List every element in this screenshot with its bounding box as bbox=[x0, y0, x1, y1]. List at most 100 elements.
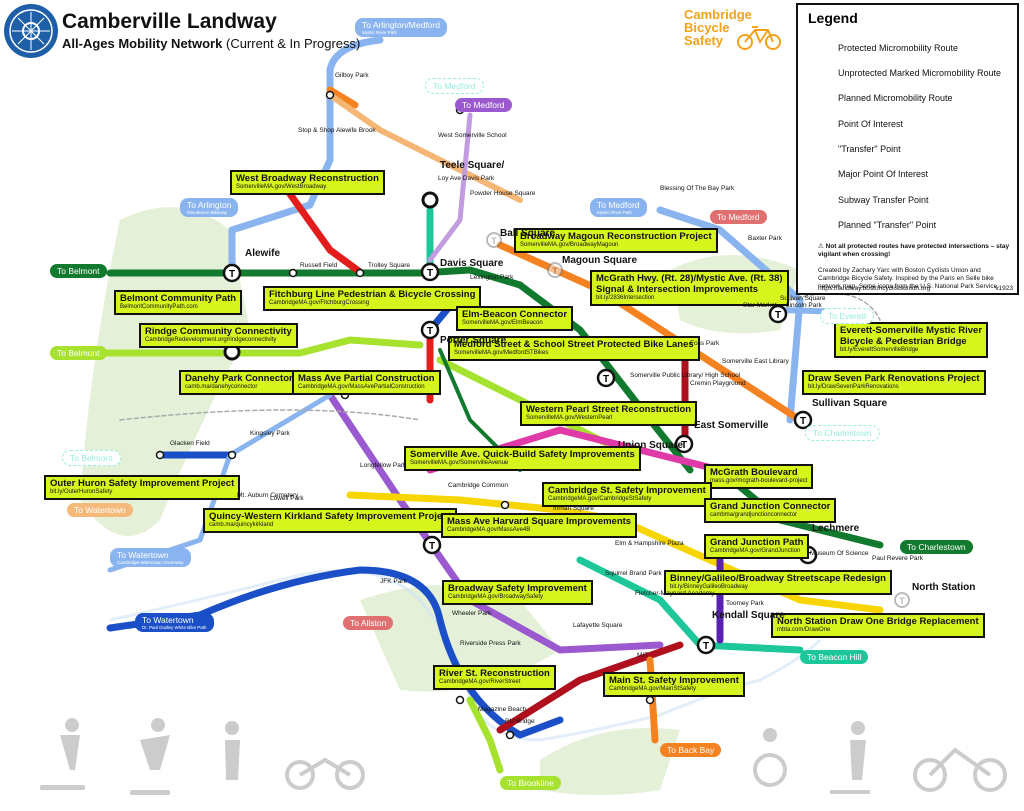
station-label: Foss Park bbox=[690, 340, 720, 347]
callout-url[interactable]: bit.ly/OuterHuronSafety bbox=[50, 489, 113, 495]
station-label: Toomey Park bbox=[726, 600, 764, 607]
callout-url[interactable]: bit.ly/DrawSevenParkRenovations bbox=[808, 384, 899, 390]
transfer-dot-icon bbox=[500, 500, 510, 510]
destination-label: To Watertown bbox=[67, 503, 133, 517]
callout-url[interactable]: CambridgeRedevelopment.org/rindgeconnect… bbox=[145, 337, 277, 343]
destination-name: To Allston bbox=[350, 618, 387, 628]
station-label: Inman Square bbox=[553, 505, 594, 512]
subway-transfer-icon: T bbox=[222, 263, 242, 283]
callout-url[interactable]: SomervilleMA.gov/ElmBeacon bbox=[462, 320, 543, 326]
callout-url[interactable]: CambridgeMA.gov/BroadwaySafety bbox=[448, 594, 544, 600]
transfer-dot-icon bbox=[227, 450, 237, 460]
callout-title: Broadway Magoun Reconstruction Project bbox=[520, 231, 712, 242]
transfer-dot-icon bbox=[288, 268, 298, 278]
callout-url[interactable]: CambridgeMA.gov/MassAvePartialConstructi… bbox=[298, 384, 425, 390]
callout-title: Western Pearl Street Reconstruction bbox=[526, 404, 692, 415]
station-label: Cremin Playground bbox=[690, 380, 746, 387]
destination-label: To Back Bay bbox=[660, 743, 722, 757]
destination-label: To Medford bbox=[425, 78, 484, 94]
destination-label: To Belmont bbox=[50, 264, 107, 278]
destination-label: To Charlestown bbox=[805, 425, 880, 441]
destination-name: To Arlington/Medford bbox=[362, 20, 440, 30]
svg-text:T: T bbox=[800, 416, 806, 427]
callout-title: Bicycle & Pedestrian Bridge bbox=[840, 336, 967, 347]
callout-url[interactable]: BelmontCommunityPath.com bbox=[120, 304, 198, 310]
subway-transfer-icon: T bbox=[596, 368, 616, 388]
callout-url[interactable]: bit.ly/EverettSomervilleBridge bbox=[840, 347, 919, 353]
destination-name: To Medford bbox=[597, 200, 640, 210]
bicycle-icon bbox=[737, 26, 781, 50]
callout-url[interactable]: CambridgeMA.gov/CambridgeStSafety bbox=[548, 496, 652, 502]
station-label: Cambridge Common bbox=[448, 482, 508, 489]
legend-url[interactable]: https://landway.bostoncyclistsunion.org … bbox=[818, 285, 1013, 293]
map-title: Camberville Landway bbox=[62, 10, 277, 33]
destination-path: Minuteman Bikeway bbox=[187, 210, 228, 215]
callout-title: Grand Junction Connector bbox=[710, 501, 831, 512]
major-station-label: Magoun Square bbox=[562, 255, 638, 266]
callout-url[interactable]: CambridgeMA.gov/FitchburgCrossing bbox=[269, 300, 370, 306]
legend-item: Planned Micromobility Route bbox=[838, 93, 953, 103]
callout-title: Cambridge St. Safety Improvement bbox=[548, 485, 706, 496]
destination-name: To Charlestown bbox=[907, 542, 966, 552]
destination-path: Cambridge-Watertown Greenway bbox=[117, 560, 184, 565]
project-callout: Somerville Ave. Quick-Build Safety Impro… bbox=[404, 446, 641, 471]
subway-transfer-icon: T bbox=[793, 410, 813, 430]
callout-title: Mass Ave Partial Construction bbox=[298, 373, 435, 384]
destination-path: Mystic River Path bbox=[597, 210, 633, 215]
destination-name: To Medford bbox=[717, 212, 760, 222]
callout-url[interactable]: mbta.com/DrawOne bbox=[777, 627, 831, 633]
destination-label: To Brookline bbox=[500, 776, 561, 790]
callout-url[interactable]: camb.ma/danehyconnector bbox=[185, 384, 258, 390]
project-callout: Binney/Galileo/Broadway Streetscape Rede… bbox=[664, 570, 892, 595]
callout-url[interactable]: SomervilleMA.gov/WestBroadway bbox=[236, 184, 327, 190]
route-lime bbox=[86, 336, 424, 357]
callout-title: Danehy Park Connector bbox=[185, 373, 293, 384]
subway-transfer-icon: T bbox=[768, 304, 788, 324]
callout-url[interactable]: camb.ma/quincykirkland bbox=[209, 522, 274, 528]
callout-url[interactable]: CambridgeMA.gov/GrandJunction bbox=[710, 548, 801, 554]
svg-text:T: T bbox=[427, 326, 433, 337]
callout-url[interactable]: SomervilleMA.gov/WesternPearl bbox=[526, 415, 613, 421]
transfer-dot-icon bbox=[505, 730, 515, 740]
destination-name: To Back Bay bbox=[667, 745, 715, 755]
legend-version: v1923 bbox=[995, 285, 1013, 292]
callout-url[interactable]: CambridgeMA.gov/RiverStreet bbox=[439, 679, 521, 685]
transfer-dot-icon bbox=[455, 695, 465, 705]
destination-path: Dr. Paul Dudley White Bike Path bbox=[142, 625, 207, 630]
station-label: MIT bbox=[637, 652, 649, 659]
callout-url[interactable]: mass.gov/mcgrath-boulevard-project bbox=[710, 478, 808, 484]
callout-url[interactable]: SomervilleMA.gov/MedfordSTBikes bbox=[454, 350, 549, 356]
callout-url[interactable]: CambridgeMA.gov/MassAve4B bbox=[447, 527, 531, 533]
destination-name: To Watertown bbox=[117, 550, 169, 560]
station-label: Sullivan Square bbox=[780, 295, 826, 302]
callout-url[interactable]: CambridgeMA.gov/MainStSafety bbox=[609, 686, 697, 692]
destination-name: To Belmont bbox=[70, 453, 113, 463]
route-red-westbroadway bbox=[276, 176, 364, 276]
callout-url[interactable]: SomervilleMA.gov/BroadwayMagoun bbox=[520, 242, 619, 248]
project-callout: North Station Draw One Bridge Replacemen… bbox=[771, 613, 985, 638]
major-poi-icon bbox=[421, 191, 439, 209]
station-label: Elm & Hampshire Plaza bbox=[615, 540, 684, 547]
cyclist-icon bbox=[913, 747, 1007, 792]
callout-url[interactable]: bit.ly/2836Intersection bbox=[596, 295, 655, 301]
callout-url[interactable]: SomervilleMA.gov/SomervilleAvenue bbox=[410, 460, 509, 466]
destination-name: To Watertown bbox=[142, 615, 194, 625]
route-green-main bbox=[106, 266, 524, 289]
callout-url[interactable]: cambma/grandjunctionconnector bbox=[710, 512, 798, 518]
callout-title: McGrath Hwy. (Rt. 28)/Mystic Ave. (Rt. 3… bbox=[596, 273, 783, 284]
project-callout: Fitchburg Line Pedestrian & Bicycle Cros… bbox=[263, 286, 482, 311]
destination-label: To Medford bbox=[455, 98, 512, 112]
legend-url-text[interactable]: https://landway.bostoncyclistsunion.org bbox=[818, 285, 931, 292]
callout-url[interactable]: bit.ly/BinneyGalileoBroadway bbox=[670, 584, 748, 590]
